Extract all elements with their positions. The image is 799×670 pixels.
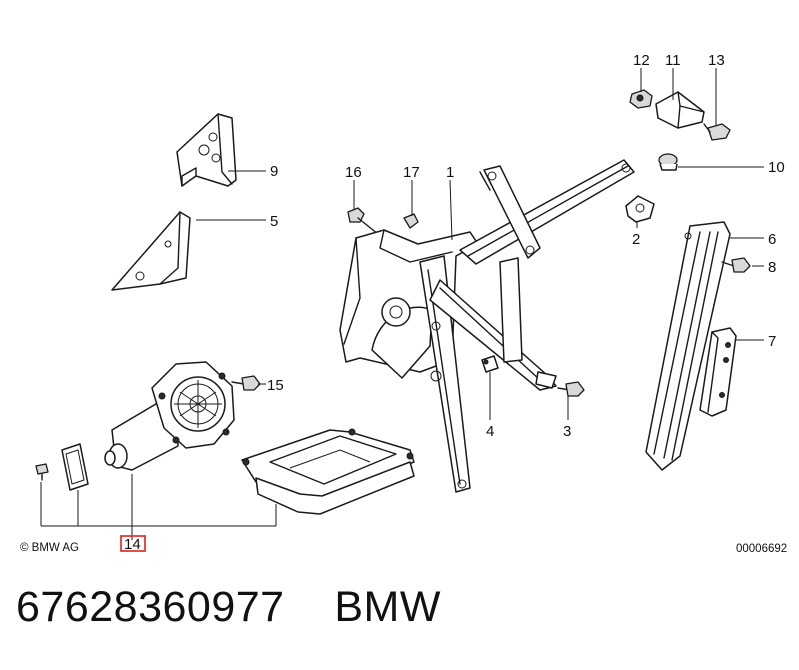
part-number: 67628360977 [16,583,285,631]
part-4-clip[interactable] [481,355,499,373]
part-11-bracket[interactable] [655,91,705,129]
part-14-motor[interactable] [104,361,235,471]
part-15-screw[interactable] [231,375,261,391]
callout-11[interactable]: 11 [665,52,681,69]
callout-3[interactable]: 3 [563,423,571,440]
callout-7[interactable]: 7 [768,333,776,350]
callout-2[interactable]: 2 [632,231,640,248]
part-6-guide-rail[interactable] [645,221,731,471]
callout-1[interactable]: 1 [446,164,454,181]
part-17-nut[interactable] [403,213,419,229]
callout-14-highlight [120,535,146,552]
part-2-slider[interactable] [625,195,655,223]
part-7-slide-block[interactable] [699,327,737,417]
callout-9[interactable]: 9 [270,163,278,180]
brand-name: BMW [334,583,441,631]
callout-labels: 12 11 13 10 2 6 8 7 9 5 16 17 1 4 3 15 1… [120,52,785,553]
part-12-nut[interactable] [629,89,653,109]
callout-8[interactable]: 8 [768,259,776,276]
part-10-buffer[interactable] [658,153,678,171]
callout-5[interactable]: 5 [270,213,278,230]
leader-lines [40,68,764,540]
callout-6[interactable]: 6 [768,231,776,248]
part-caption: 67628360977 BMW [16,583,441,632]
part-3-bolt[interactable] [557,381,585,397]
part-16-screw[interactable] [347,207,379,235]
callout-14[interactable]: 14 [124,536,141,553]
motor-gasket[interactable] [61,443,89,491]
diagram-id: 00006692 [736,543,787,555]
copyright-text: © BMW AG [20,542,79,554]
control-module[interactable] [241,428,415,515]
callout-4[interactable]: 4 [486,423,494,440]
part-13-bolt[interactable] [703,123,731,141]
small-screw[interactable] [35,463,49,481]
callout-13[interactable]: 13 [708,52,725,69]
callout-10[interactable]: 10 [768,159,785,176]
part-5-corner-trim[interactable] [111,211,191,291]
part-1-window-regulator[interactable] [339,159,635,493]
callout-12[interactable]: 12 [633,52,650,69]
callout-15[interactable]: 15 [267,377,284,394]
part-9-mirror-cover[interactable] [176,113,237,187]
part-8-screw[interactable] [721,257,751,273]
callout-16[interactable]: 16 [345,164,362,181]
callout-17[interactable]: 17 [403,164,420,181]
